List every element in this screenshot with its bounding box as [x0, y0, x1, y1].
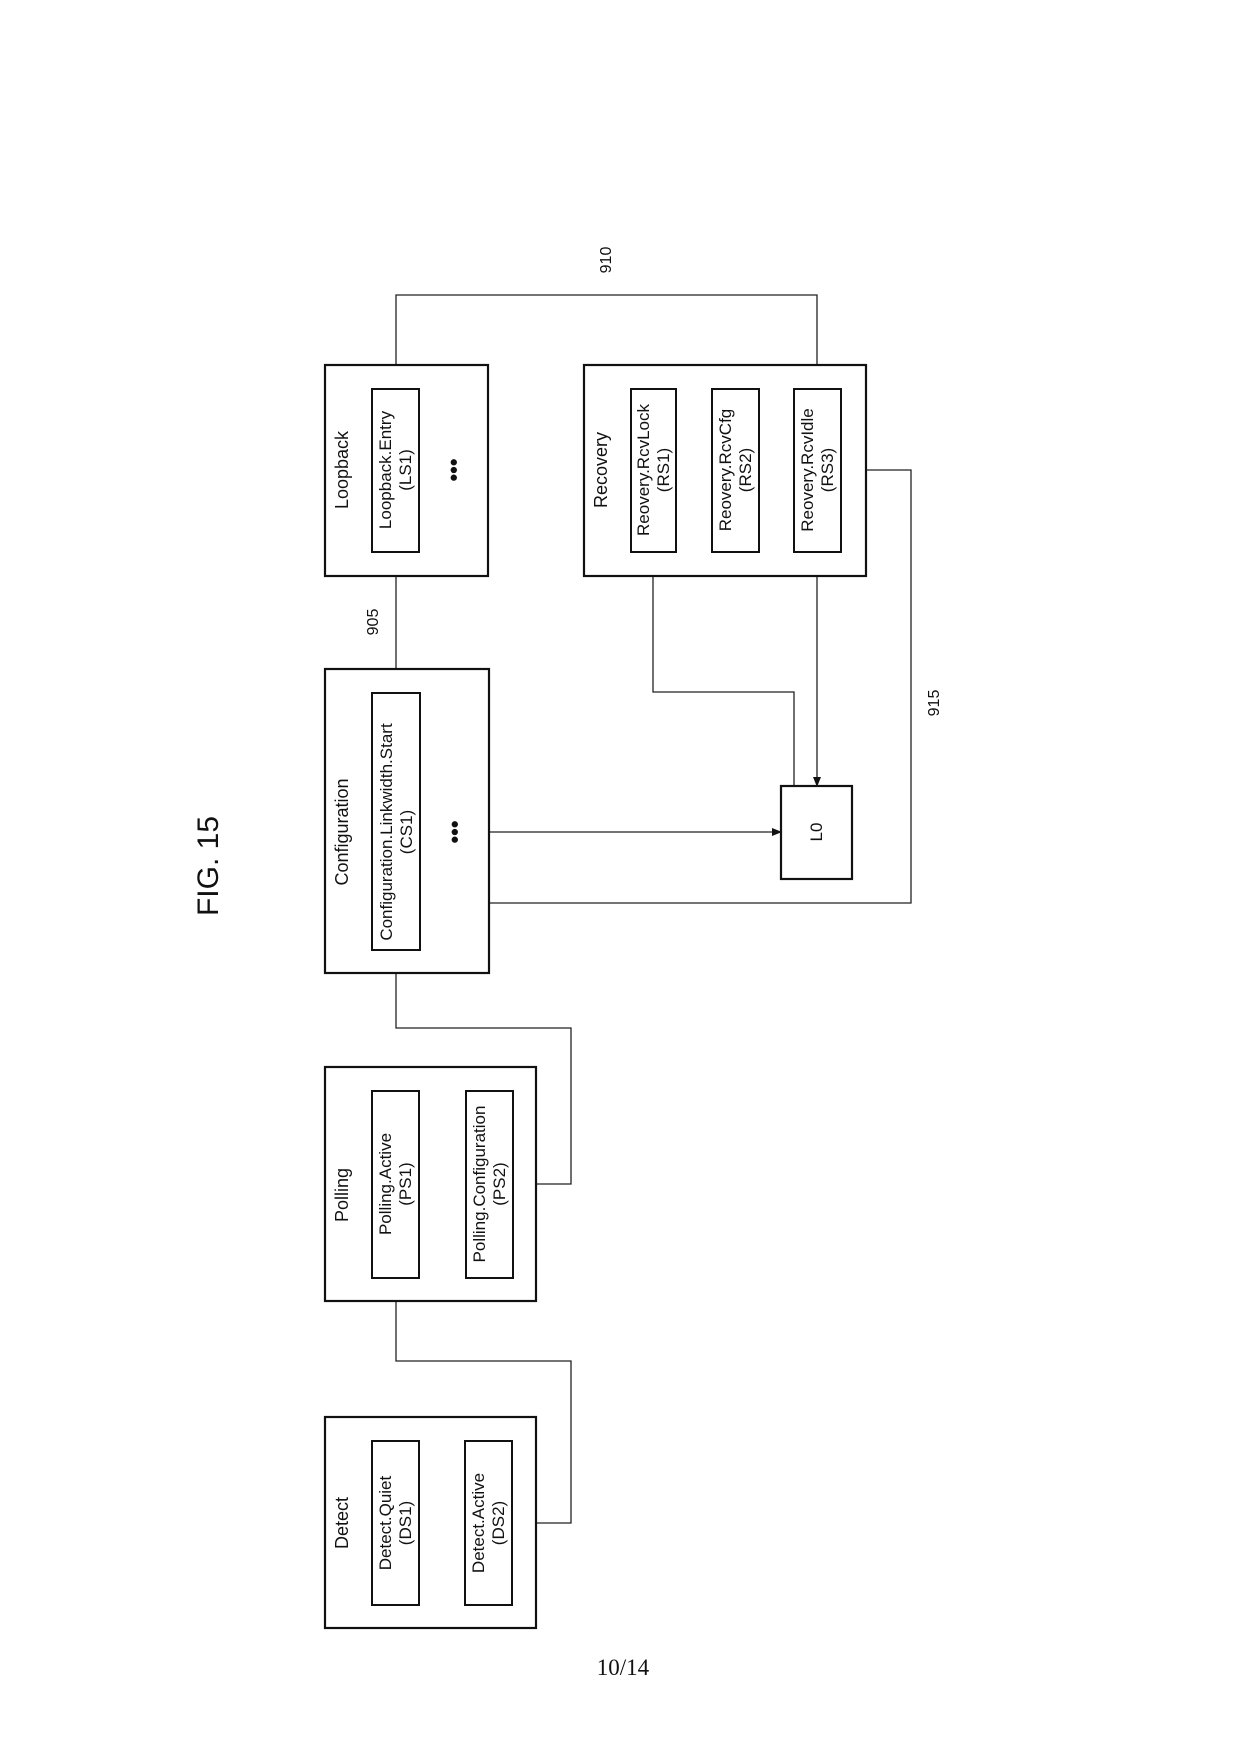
state-name: Detect.Quiet [376, 1475, 395, 1570]
svg-text:Detect.Active(DS2): Detect.Active(DS2) [469, 1473, 508, 1573]
group-label-loopback: Loopback [332, 430, 352, 509]
ref-905: 905 [365, 609, 382, 636]
ref-910: 910 [598, 247, 615, 274]
state-rs3: Reovery.RcvIdle(RS3) [793, 388, 842, 553]
l0-label: L0 [807, 823, 826, 842]
state-ds1: Detect.Quiet(DS1) [371, 1440, 420, 1606]
state-name: Reovery.RcvCfg [716, 409, 735, 532]
arrow-910-rs3-ls1 [392, 294, 818, 390]
more-states-ellipsis: ••• [441, 458, 466, 481]
state-name: Reovery.RcvLock [634, 404, 653, 536]
state-code: (PS1) [396, 1162, 415, 1205]
svg-text:Configuration.Linkwidth.Start(: Configuration.Linkwidth.Start(CS1) [377, 723, 416, 941]
state-name: Reovery.RcvIdle [798, 408, 817, 531]
group-configuration: Configuration Configuration.Linkwidth.St… [323, 667, 491, 975]
state-ps1: Polling.Active(PS1) [371, 1090, 420, 1279]
state-ds2: Detect.Active(DS2) [464, 1440, 513, 1606]
state-code: (RS3) [818, 448, 837, 492]
group-label-configuration: Configuration [332, 778, 352, 885]
state-name: Polling.Active [376, 1133, 395, 1235]
state-rs2: Reovery.RcvCfg(RS2) [711, 388, 760, 553]
svg-text:Polling.Active(PS1): Polling.Active(PS1) [376, 1133, 415, 1235]
state-name: Detect.Active [469, 1473, 488, 1573]
state-code: (PS2) [490, 1162, 509, 1205]
group-label-detect: Detect [332, 1497, 352, 1549]
state-cs1: Configuration.Linkwidth.Start(CS1) [371, 692, 421, 951]
arrow-ps2-cs1 [392, 949, 572, 1185]
group-loopback: Loopback Loopback.Entry(LS1) ••• [323, 363, 490, 578]
state-name: Configuration.Linkwidth.Start [377, 723, 396, 941]
state-code: (CS1) [397, 810, 416, 854]
svg-text:Polling.Configuration(PS2): Polling.Configuration(PS2) [470, 1106, 509, 1263]
group-label-recovery: Recovery [591, 432, 611, 508]
arrow-l0-rs1 [649, 551, 795, 786]
more-states-ellipsis: ••• [442, 820, 467, 843]
ref-915: 915 [926, 690, 943, 717]
svg-text:Loopback.Entry(LS1): Loopback.Entry(LS1) [376, 410, 415, 529]
svg-text:Detect.Quiet(DS1): Detect.Quiet(DS1) [376, 1475, 415, 1570]
arrow-915-rs3-cs1 [419, 469, 912, 907]
page-number: 10/14 [597, 1655, 650, 1680]
state-code: (DS2) [489, 1501, 508, 1545]
group-detect: Detect Detect.Quiet(DS1) Detect.Active(D… [323, 1415, 538, 1630]
svg-text:Reovery.RcvLock(RS1): Reovery.RcvLock(RS1) [634, 404, 673, 536]
state-code: (RS1) [654, 448, 673, 492]
group-label-polling: Polling [332, 1168, 352, 1222]
state-code: (RS2) [736, 448, 755, 492]
state-code: (LS1) [396, 449, 415, 491]
arrow-ds2-ps1 [392, 1277, 572, 1524]
state-name: Polling.Configuration [470, 1106, 489, 1263]
state-name: Loopback.Entry [376, 410, 395, 529]
figure-title: FIG. 15 [192, 816, 225, 916]
state-rs1: Reovery.RcvLock(RS1) [630, 388, 677, 553]
state-ps2: Polling.Configuration(PS2) [465, 1090, 514, 1279]
svg-text:Reovery.RcvCfg(RS2): Reovery.RcvCfg(RS2) [716, 409, 755, 532]
state-l0: L0 [779, 784, 854, 881]
svg-text:Reovery.RcvIdle(RS3): Reovery.RcvIdle(RS3) [798, 408, 837, 531]
group-recovery: Recovery Reovery.RcvLock(RS1) Reovery.Rc… [582, 363, 868, 578]
state-code: (DS1) [396, 1501, 415, 1545]
group-polling: Polling Polling.Active(PS1) Polling.Conf… [323, 1065, 538, 1303]
state-ls1: Loopback.Entry(LS1) [371, 388, 420, 553]
